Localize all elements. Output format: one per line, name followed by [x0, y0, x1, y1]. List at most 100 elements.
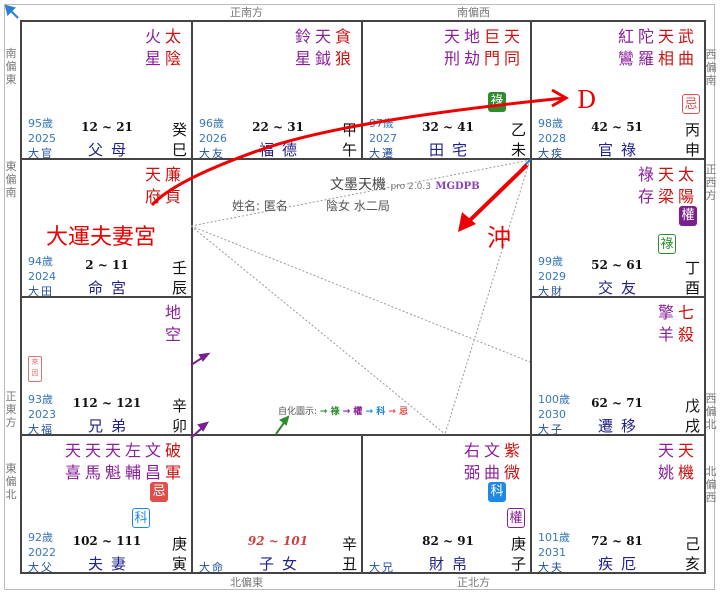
star: 地 空	[164, 303, 181, 344]
direction-left-4: 東偏北	[5, 462, 17, 501]
year: 2025	[28, 132, 56, 145]
palace-name[interactable]: 子女	[258, 555, 305, 573]
star: 天 喜	[64, 441, 81, 482]
star-list: 鈴 星天 鉞貪 狼	[293, 26, 353, 70]
star: 紫 微	[503, 441, 520, 482]
palace-name[interactable]: 田宅	[428, 141, 475, 159]
star: 廉 貞	[164, 165, 181, 206]
stamp-icon: 來因	[28, 356, 42, 382]
age-range: 2 ~ 11	[85, 258, 129, 272]
year: 2026	[199, 132, 227, 145]
year: 2029	[538, 270, 566, 283]
star: 天 魁	[104, 441, 121, 482]
earthly-branch: 辰	[171, 279, 187, 297]
palace-name[interactable]: 疾厄	[597, 555, 644, 573]
star-list: 天 喜天 馬天 魁左 輔文 昌破 軍	[63, 440, 183, 484]
app-version: pro 2.0.3	[390, 182, 431, 192]
legend-item: → 忌	[388, 407, 409, 417]
year: 2023	[28, 408, 56, 421]
age: 94歲	[28, 255, 53, 268]
age-range: 32 ~ 41	[422, 120, 474, 134]
stem-branch: 己亥	[685, 534, 700, 574]
star-list: 天 府廉 貞	[143, 164, 183, 208]
year: 2022	[28, 546, 56, 559]
palace-name[interactable]: 遷移	[597, 417, 644, 435]
stem-branch: 丙申	[685, 120, 700, 160]
sihua-badge-權: 權	[679, 206, 697, 226]
age-range: 112 ~ 121	[72, 396, 142, 410]
sihua-badge-忌: 忌	[150, 482, 168, 502]
age-range: 92 ~ 101	[247, 534, 309, 548]
decade-palace: 大福	[28, 423, 54, 436]
age-range: 22 ~ 31	[252, 120, 304, 134]
heavenly-stem: 甲	[341, 121, 357, 139]
stem-branch: 丁酉	[685, 258, 700, 298]
star-list: 地 空	[163, 302, 183, 346]
direction-left-3: 正東方	[5, 390, 17, 429]
direction-bottom-2: 正北方	[457, 576, 490, 589]
earthly-branch: 亥	[684, 555, 700, 573]
stem-branch: 甲午	[342, 120, 357, 160]
star: 天 機	[677, 441, 694, 482]
star: 陀 羅	[637, 27, 654, 68]
star: 天 鉞	[314, 27, 331, 68]
outer-frame	[4, 4, 715, 590]
earthly-branch: 子	[510, 555, 526, 573]
palace-name[interactable]: 交友	[597, 279, 644, 297]
age: 98歲	[538, 117, 563, 130]
palace-name[interactable]: 夫妻	[87, 555, 134, 573]
star: 天 府	[144, 165, 161, 206]
app-name: 文墨天機	[330, 177, 386, 193]
heavenly-stem: 乙	[510, 121, 526, 139]
palace-name[interactable]: 福德	[258, 141, 305, 159]
earthly-branch: 午	[341, 141, 357, 159]
direction-bottom-1: 北偏東	[230, 576, 263, 589]
age-range: 62 ~ 71	[591, 396, 643, 410]
sihua-badge-科: 科	[488, 482, 506, 502]
age: 92歲	[28, 531, 53, 544]
sihua-badge-科: 科	[132, 508, 150, 528]
palace-name[interactable]: 官祿	[597, 141, 644, 159]
star: 巨 門	[483, 27, 500, 68]
age: 96歲	[199, 117, 224, 130]
palace-name[interactable]: 財帛	[428, 555, 475, 573]
decade-palace: 大子	[538, 423, 564, 436]
app-title: 文墨天機 pro 2.0.3 MGDPB	[330, 174, 480, 194]
star: 天 同	[503, 27, 520, 68]
star: 武 曲	[677, 27, 694, 68]
star: 左 輔	[124, 441, 141, 482]
legend-item: → 權	[342, 407, 366, 417]
stem-branch: 庚子	[511, 534, 526, 574]
direction-left-1: 南偏東	[5, 47, 17, 86]
star: 天 相	[657, 27, 674, 68]
chart-code: MGDPB	[435, 181, 480, 192]
star-list: 右 弼文 曲紫 微	[462, 440, 522, 484]
palace-name[interactable]: 父母	[87, 141, 134, 159]
decade-palace: 大財	[538, 285, 564, 298]
star: 右 弼	[463, 441, 480, 482]
decade-spouse-annotation: 大運夫妻宮	[46, 225, 157, 250]
palace-name[interactable]: 命宮	[87, 279, 134, 297]
age-range: 12 ~ 21	[81, 120, 133, 134]
palace-name[interactable]: 兄弟	[87, 417, 134, 435]
earthly-branch: 巳	[171, 141, 187, 159]
self-transform-legend: 自化圖示: → 祿 → 權 → 科 → 忌	[278, 404, 408, 417]
